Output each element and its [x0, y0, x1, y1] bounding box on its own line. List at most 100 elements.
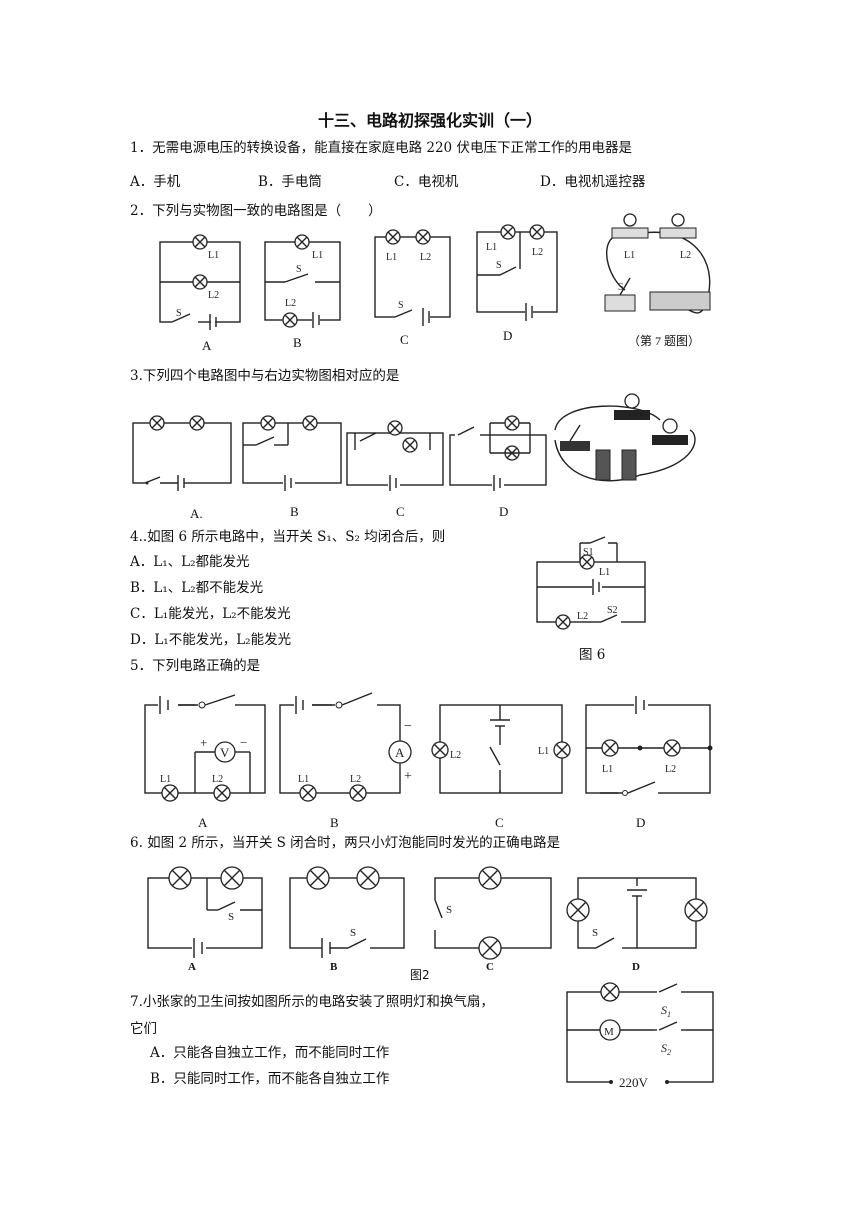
- svg-text:L1: L1: [486, 242, 497, 253]
- svg-text:L1: L1: [624, 250, 635, 261]
- svg-text:S: S: [496, 260, 502, 271]
- svg-text:−: −: [240, 735, 247, 750]
- svg-text:L2: L2: [420, 252, 431, 263]
- q4-option-d[interactable]: D．L₁不能发光，L₂能发光: [130, 632, 292, 648]
- svg-text:S: S: [618, 282, 624, 293]
- q6-circuit-c: S: [428, 866, 552, 960]
- q5-label-a[interactable]: A: [198, 815, 208, 830]
- q4-stem: 4.‌.如图 6 所示电路中，当开关 S₁、S₂ 均闭合后，则: [130, 529, 446, 545]
- svg-text:L1: L1: [386, 252, 397, 263]
- svg-text:S: S: [176, 308, 182, 319]
- q3-circuit-b: [242, 415, 342, 491]
- q6-circuit-d: S: [566, 877, 708, 954]
- q5-label-d[interactable]: D: [636, 815, 646, 830]
- svg-text:L1: L1: [599, 567, 610, 578]
- q3-stem: 3.下列四个电路图中与右边实物图相对应的是: [130, 368, 400, 384]
- q6-stem: 6. 如图 2 所示，当开关 S 闭合时，两只小灯泡能同时发光的正确电路是: [130, 835, 561, 851]
- svg-text:L1: L1: [602, 764, 613, 775]
- q4-option-a[interactable]: A．L₁、L₂都能发光: [130, 554, 250, 570]
- q6-circuit-diagrams: S S S S: [147, 866, 708, 960]
- svg-text:V: V: [220, 745, 230, 760]
- q2-label-b[interactable]: B: [293, 335, 302, 350]
- svg-text:S: S: [446, 904, 452, 916]
- q5-label-c[interactable]: C: [495, 815, 504, 830]
- svg-text:S: S: [350, 927, 356, 939]
- svg-text:S: S: [592, 927, 598, 939]
- svg-text:S2: S2: [661, 1041, 671, 1057]
- q3-label-c[interactable]: C: [396, 504, 405, 519]
- svg-text:L2: L2: [532, 247, 543, 258]
- q3-label-a[interactable]: A.: [190, 506, 203, 521]
- q2-label-c[interactable]: C: [400, 332, 409, 347]
- q6-label-d[interactable]: D: [632, 961, 640, 973]
- q7-option-b[interactable]: B．只能同时工作，而不能各自独立工作: [150, 1071, 390, 1087]
- q2-label-d[interactable]: D: [503, 328, 513, 343]
- svg-text:L2: L2: [680, 250, 691, 261]
- q4-option-c[interactable]: C．L₁能发光，L₂不能发光: [130, 606, 291, 622]
- q2-circuit-d: L1 L2 S: [476, 224, 558, 321]
- svg-text:L2: L2: [208, 290, 219, 301]
- svg-text:M: M: [604, 1026, 614, 1038]
- q2-label-a[interactable]: A: [202, 338, 212, 353]
- svg-text:L2: L2: [450, 750, 461, 761]
- q5-circuit-a: V + − L1 L2: [144, 694, 266, 802]
- svg-text:L1: L1: [312, 250, 323, 261]
- q3-circuit-a: [132, 415, 232, 491]
- svg-text:L1: L1: [298, 774, 309, 785]
- q3-label-b[interactable]: B: [290, 504, 299, 519]
- q2-stem: 2．下列与实物图一致的电路图是（ ）: [130, 203, 382, 219]
- svg-text:L2: L2: [665, 764, 676, 775]
- q7-stem-line1: 7.小张家的卫生间按如图所示的电路安装了照明灯和换气扇，: [130, 994, 494, 1010]
- q1-option-a[interactable]: A．手机: [130, 174, 181, 190]
- q2-physical-picture: L1 L2 S: [604, 213, 711, 314]
- page-title: 十三、电路初探强化实训（一）: [317, 111, 542, 130]
- svg-text:L1: L1: [208, 250, 219, 261]
- q1-stem: 1．无需电源电压的转换设备，能直接在家庭电路 220 伏电压下正常工作的用电器是: [130, 140, 632, 156]
- svg-text:+: +: [404, 769, 412, 784]
- q5-circuit-c: L2 L1: [431, 704, 571, 794]
- svg-text:S2: S2: [607, 605, 618, 616]
- svg-text:S: S: [398, 300, 404, 311]
- q3-circuit-d: [449, 415, 547, 491]
- q1-option-d[interactable]: D．电视机遥控器: [540, 174, 646, 190]
- q5-stem: 5．下列电路正确的是: [130, 658, 261, 674]
- q2-circuit-b: L1S L2: [264, 234, 341, 328]
- q6-circuit-b: S: [289, 866, 405, 958]
- svg-text:S1: S1: [661, 1003, 671, 1019]
- q4-option-b[interactable]: B．L₁、L₂都不能发光: [130, 580, 264, 596]
- q4-caption: 图 6: [579, 647, 606, 663]
- q1-option-b[interactable]: B．手电筒: [258, 174, 322, 190]
- q3-circuit-diagrams: [132, 393, 696, 491]
- q7-circuit-diagram: M 220V S1 S2: [566, 982, 714, 1090]
- svg-text:S: S: [228, 911, 234, 923]
- svg-text:L2: L2: [285, 298, 296, 309]
- q7-option-a[interactable]: A．只能各自独立工作，而不能同时工作: [150, 1045, 390, 1061]
- svg-text:L1: L1: [538, 746, 549, 757]
- q5-circuit-d: L1 L2: [585, 696, 713, 799]
- q6-label-a[interactable]: A: [188, 961, 196, 973]
- q3-physical-picture: [554, 393, 696, 482]
- svg-text:+: +: [200, 735, 207, 750]
- q5-label-b[interactable]: B: [330, 815, 339, 830]
- svg-text:220V: 220V: [619, 1075, 649, 1090]
- q6-circuit-a: S: [147, 866, 263, 958]
- q3-label-d[interactable]: D: [499, 504, 509, 519]
- q2-circuit-c: L1 L2 S: [374, 229, 451, 326]
- q3-circuit-c: [346, 420, 444, 491]
- svg-text:S: S: [296, 264, 302, 275]
- q6-caption: 图2: [410, 968, 430, 982]
- q6-label-b[interactable]: B: [330, 961, 338, 973]
- svg-text:L2: L2: [577, 611, 588, 622]
- svg-text:L1: L1: [160, 774, 171, 785]
- q6-label-c[interactable]: C: [486, 961, 494, 973]
- q2-caption: （第 7 题图）: [628, 334, 701, 348]
- svg-text:S1: S1: [583, 547, 594, 558]
- q1-option-c[interactable]: C．电视机: [394, 174, 459, 190]
- svg-text:L2: L2: [212, 774, 223, 785]
- svg-text:L2: L2: [350, 774, 361, 785]
- q7-stem-line2: 它们: [130, 1021, 157, 1037]
